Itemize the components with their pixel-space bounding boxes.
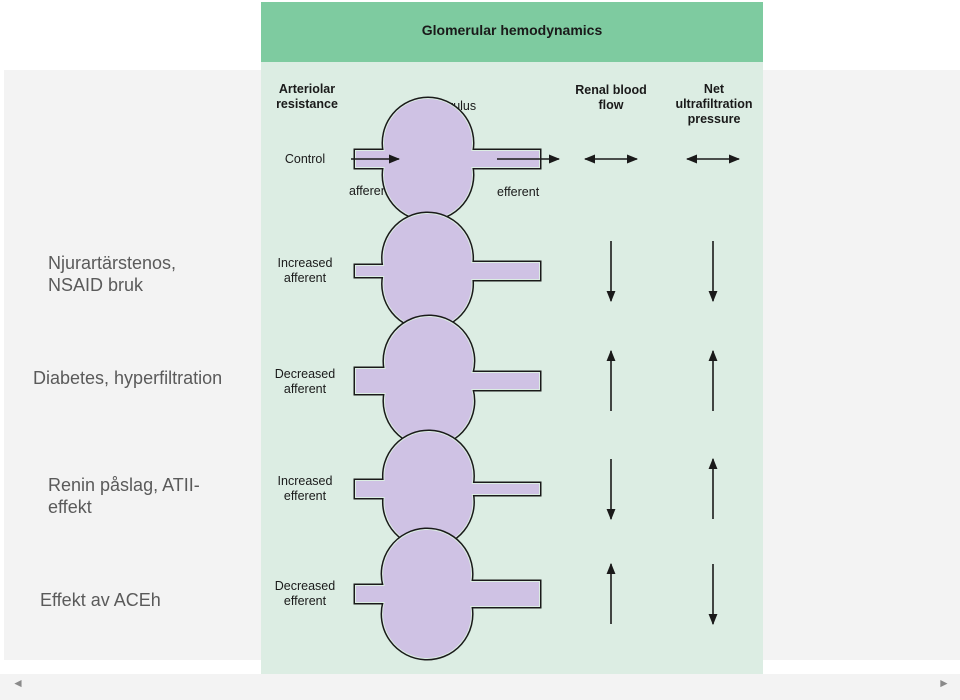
- label-stenosis-line1: Njurartärstenos,: [48, 253, 177, 273]
- column-header-nfp-line3: pressure: [687, 112, 741, 126]
- label-renin-line1: Renin påslag, ATII-: [48, 475, 200, 495]
- row-label-decreased-efferent: Decreased efferent: [261, 579, 349, 609]
- label-acei-line1: Effekt av ACEh: [40, 590, 161, 610]
- label-diabetes: Diabetes, hyperfiltration: [33, 367, 222, 389]
- column-header-resistance-line1: Arteriolar: [278, 82, 336, 96]
- previous-slide-icon[interactable]: ◄: [12, 676, 24, 690]
- afferent-label: afferent: [349, 184, 392, 198]
- label-diabetes-line1: Diabetes, hyperfiltration: [33, 368, 223, 388]
- column-header-resistance-line2: resistance: [276, 97, 338, 111]
- row-label-increased-afferent: Increased afferent: [261, 256, 349, 286]
- column-header-nfp-line2: ultrafiltration: [675, 97, 753, 111]
- figure-header: [261, 2, 763, 62]
- efferent-label: efferent: [497, 185, 540, 199]
- label-acei: Effekt av ACEh: [40, 589, 161, 611]
- label-renin-line2: effekt: [48, 497, 92, 517]
- column-header-renal-blood-flow: Renal blood flow: [561, 83, 661, 113]
- row-label-increased-efferent: Increased efferent: [261, 474, 349, 504]
- row-label-increased-efferent-line1: Increased: [277, 474, 333, 488]
- label-stenosis: Njurartärstenos, NSAID bruk: [48, 252, 176, 296]
- column-header-resistance: Arteriolar resistance: [263, 82, 351, 112]
- row-label-increased-afferent-line1: Increased: [277, 256, 333, 270]
- row-label-decreased-efferent-line1: Decreased: [274, 579, 336, 593]
- row-label-decreased-efferent-line2: efferent: [283, 594, 327, 608]
- label-renin: Renin påslag, ATII- effekt: [48, 474, 200, 518]
- vessel-fill-increased-afferent: [356, 213, 539, 329]
- label-stenosis-line2: NSAID bruk: [48, 275, 144, 295]
- glomerular-hemodynamics-figure: Glomerular hemodynamics Arteriolar resis…: [261, 2, 763, 700]
- vessel-fill-increased-efferent: [356, 432, 539, 547]
- row-label-control-line1: Control: [284, 152, 326, 166]
- column-header-rbf-line1: Renal blood: [575, 83, 647, 97]
- vessel-fill-decreased-afferent: [356, 317, 539, 446]
- figure-title: Glomerular hemodynamics: [421, 22, 603, 38]
- vessel-fill-control: [356, 99, 539, 219]
- row-label-increased-afferent-line2: afferent: [283, 271, 327, 285]
- vessel-fill-decreased-efferent: [356, 530, 539, 658]
- slide-footer: [0, 674, 960, 700]
- column-header-rbf-line2: flow: [598, 98, 624, 112]
- row-label-decreased-afferent-line1: Decreased: [274, 367, 336, 381]
- vessel-diagrams: [351, 96, 741, 661]
- row-label-decreased-afferent-line2: afferent: [283, 382, 327, 396]
- next-slide-icon[interactable]: ►: [938, 676, 950, 690]
- row-label-increased-efferent-line2: efferent: [283, 489, 327, 503]
- row-label-decreased-afferent: Decreased afferent: [261, 367, 349, 397]
- column-header-net-ultrafiltration-pressure: Net ultrafiltration pressure: [661, 82, 767, 127]
- column-header-nfp-line1: Net: [703, 82, 725, 96]
- row-label-control: Control: [261, 152, 349, 167]
